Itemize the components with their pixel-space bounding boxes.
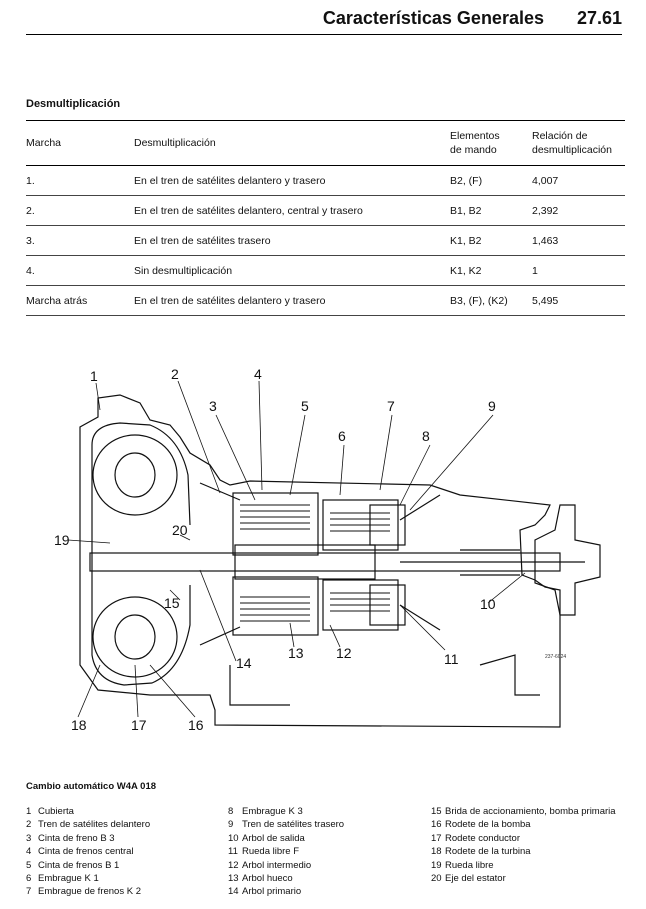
callout-9: 9: [488, 398, 496, 414]
page-number: 27.61: [576, 8, 622, 28]
callout-3: 3: [209, 398, 217, 414]
callout-5: 5: [301, 398, 309, 414]
table-header-row: Marcha Desmultiplicación Elementos de ma…: [26, 120, 625, 166]
table-row: 3. En el tren de satélites trasero K1, B…: [26, 225, 625, 256]
table-row: 2. En el tren de satélites delantero, ce…: [26, 195, 625, 226]
callout-16: 16: [188, 717, 204, 733]
callout-8: 8: [422, 428, 430, 444]
callout-4: 4: [254, 366, 262, 382]
table-cell: 1: [532, 255, 625, 286]
callout-1: 1: [90, 368, 98, 384]
transmission-cross-section-diagram: 1 2 3 4 5 6 7 8 9 10 11 12 13 14 15 16 1…: [54, 366, 601, 733]
column-header: Marcha: [26, 120, 134, 166]
table-cell: 2,392: [532, 195, 625, 226]
table-cell: K1, B2: [450, 225, 532, 256]
callout-2: 2: [171, 366, 179, 382]
table-cell: En el tren de satélites delantero, centr…: [134, 195, 450, 226]
table-row: 1. En el tren de satélites delantero y t…: [26, 165, 625, 196]
callout-13: 13: [288, 645, 304, 661]
callout-14: 14: [236, 655, 252, 671]
table-cell: 1,463: [532, 225, 625, 256]
callout-18: 18: [71, 717, 87, 733]
table-cell: 4,007: [532, 165, 625, 196]
callout-6: 6: [338, 428, 346, 444]
callout-12: 12: [336, 645, 352, 661]
table-cell: En el tren de satélites delantero y tras…: [134, 165, 450, 196]
callout-numbers: 1 2 3 4 5 6 7 8 9 10 11 12 13 14 15 16 1…: [54, 366, 496, 733]
table-cell: B2, (F): [450, 165, 532, 196]
table-cell: 4.: [26, 255, 134, 286]
clutch-packs: [240, 504, 390, 622]
page-header: Características Generales 27.61: [26, 0, 622, 35]
table-row: Marcha atrás En el tren de satélites del…: [26, 285, 625, 316]
leader-lines: [67, 380, 526, 718]
table-cell: Marcha atrás: [26, 285, 134, 316]
table-cell: B3, (F), (K2): [450, 285, 532, 316]
table-cell: B1, B2: [450, 195, 532, 226]
column-header: Relación de desmultiplicación: [532, 120, 625, 166]
table-cell: En el tren de satélites delantero y tras…: [134, 285, 450, 316]
column-header: Elementos de mando: [450, 120, 532, 166]
table-cell: 1.: [26, 165, 134, 196]
figure-caption: Cambio automático W4A 018: [26, 781, 157, 792]
diagram-code: 237-6024: [545, 654, 566, 660]
table-row: 4. Sin desmultiplicación K1, K2 1: [26, 255, 625, 286]
gear-ratio-table: Marcha Desmultiplicación Elementos de ma…: [26, 120, 625, 316]
table-cell: 3.: [26, 225, 134, 256]
column-header: Desmultiplicación: [134, 120, 450, 166]
callout-11: 11: [444, 651, 459, 667]
callout-20: 20: [172, 522, 188, 538]
callout-7: 7: [387, 398, 395, 414]
table-cell: En el tren de satélites trasero: [134, 225, 450, 256]
table-cell: 2.: [26, 195, 134, 226]
housing-outline: [79, 394, 601, 728]
table-cell: Sin desmultiplicación: [134, 255, 450, 286]
table-cell: K1, K2: [450, 255, 532, 286]
callout-17: 17: [131, 717, 147, 733]
section-title: Desmultiplicación: [26, 98, 121, 110]
table-cell: 5,495: [532, 285, 625, 316]
page-title: Características Generales: [322, 8, 544, 28]
callout-19: 19: [54, 532, 70, 548]
callout-15: 15: [164, 595, 180, 611]
callout-10: 10: [480, 596, 496, 612]
